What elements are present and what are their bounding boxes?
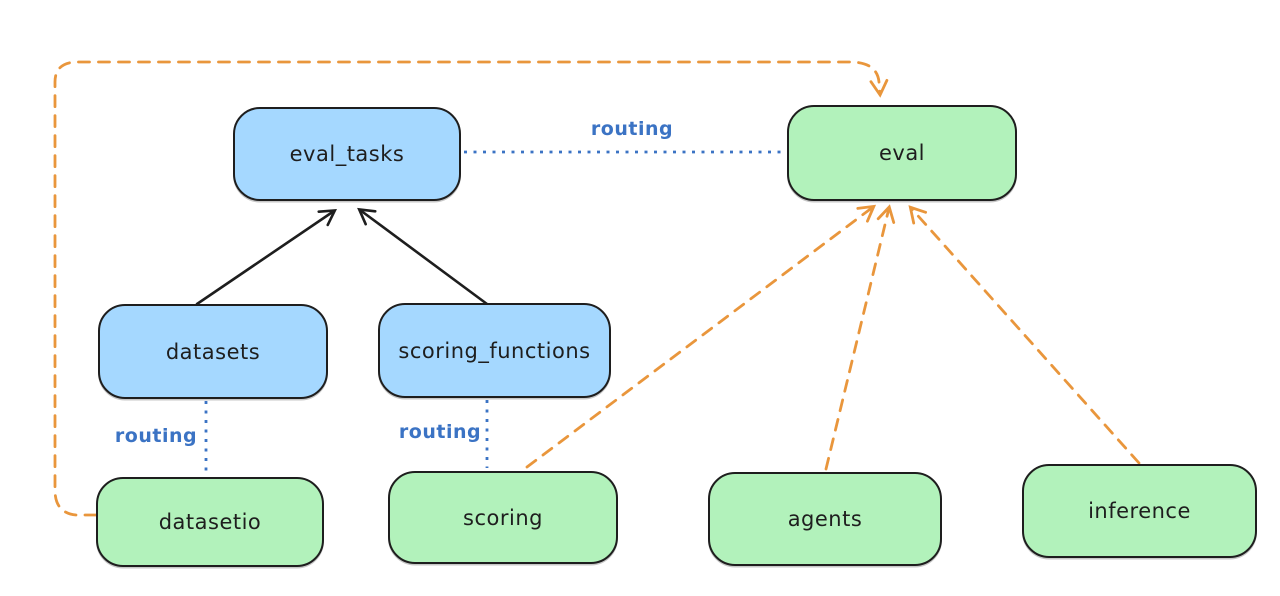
node-eval-tasks-label: eval_tasks [289, 142, 405, 166]
edge-datasetio-eval-loop [53, 60, 889, 517]
node-inference-label: inference [1088, 499, 1191, 523]
node-eval-label: eval [878, 141, 926, 165]
edge-agents-eval [824, 204, 896, 471]
node-scoring-functions-label: scoring_functions [398, 338, 591, 363]
edge-label-routing-eval-tasks-eval: routing [590, 118, 674, 140]
node-agents[interactable]: agents [708, 472, 942, 566]
node-datasetio-label: datasetio [158, 510, 262, 534]
edge-datasets-eval-tasks [195, 208, 337, 306]
node-eval[interactable]: eval [787, 105, 1017, 201]
node-scoring[interactable]: scoring [388, 471, 618, 564]
edge-label-routing-datasets-datasetio: routing [114, 425, 198, 447]
node-datasetio[interactable]: datasetio [96, 477, 324, 567]
edge-label-routing-scoring-functions-scoring: routing [398, 421, 482, 443]
node-datasets-label: datasets [165, 339, 261, 364]
edge-scoring-functions-eval-tasks [357, 207, 489, 306]
node-datasets[interactable]: datasets [98, 304, 328, 399]
node-inference[interactable]: inference [1022, 464, 1257, 558]
node-eval-tasks[interactable]: eval_tasks [233, 107, 461, 201]
edge-inference-eval [908, 205, 1141, 465]
node-scoring-functions[interactable]: scoring_functions [378, 303, 611, 398]
node-agents-label: agents [787, 507, 863, 531]
node-scoring-label: scoring [463, 505, 543, 530]
